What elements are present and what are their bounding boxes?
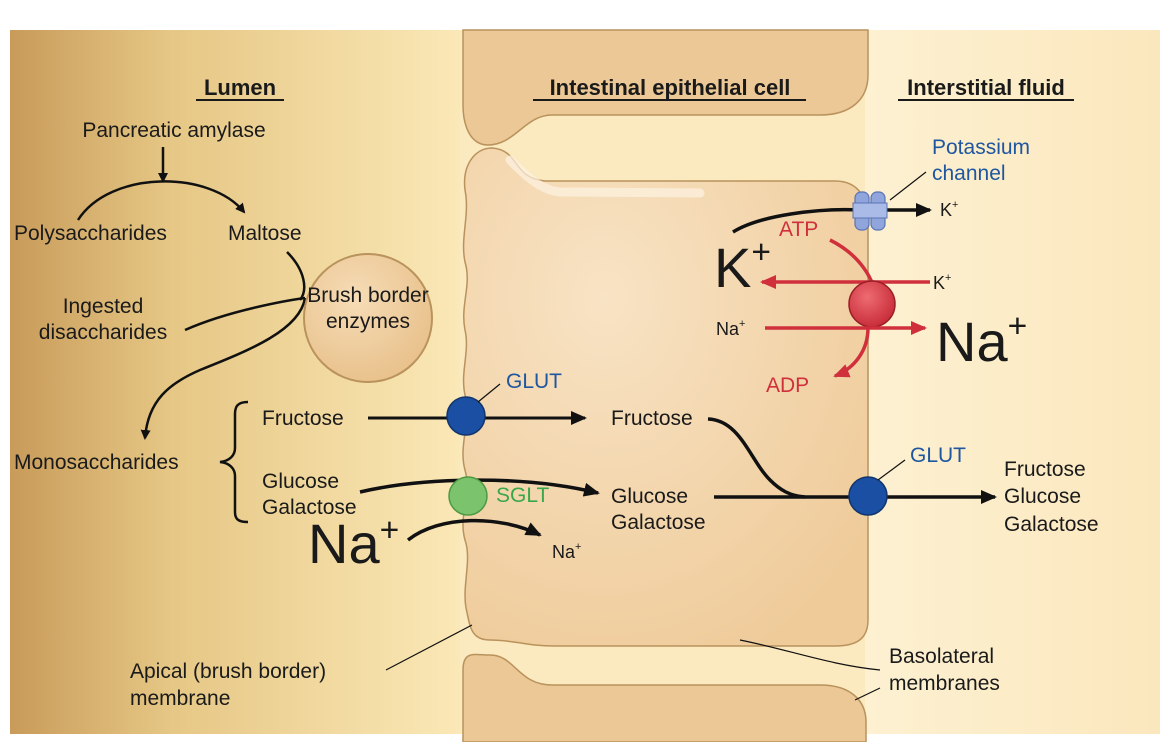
label-lumen-fructose: Fructose — [262, 407, 344, 430]
label-membranes: membranes — [889, 672, 1000, 695]
label-k-out: K+ — [940, 199, 958, 220]
arrow-adp — [833, 327, 870, 378]
label-potassium: Potassium — [932, 136, 1030, 159]
arrow-na-in — [406, 518, 542, 542]
brace — [219, 400, 249, 524]
glut-basolateral — [848, 476, 888, 516]
brush-border-sphere — [303, 253, 433, 383]
arrow-disaccharides-join — [184, 296, 306, 332]
header-cell: Intestinal epithelial cell — [550, 75, 791, 100]
upper-cell — [462, 29, 869, 146]
label-channel: channel — [932, 162, 1006, 185]
label-atp: ATP — [779, 218, 818, 241]
header-interstitial: Interstitial fluid — [907, 75, 1065, 100]
interstitial-region — [865, 30, 1160, 734]
label-basolateral: Basolateral — [889, 645, 994, 668]
label-na-in: Na+ — [716, 318, 745, 339]
label-out-galactose: Galactose — [1004, 513, 1099, 536]
arrow-maltose-down — [286, 251, 306, 301]
arrow-k-to-channel — [732, 207, 861, 234]
apical-leader — [385, 624, 473, 671]
glut-apical — [446, 396, 486, 436]
basolateral-leader-2 — [854, 687, 881, 701]
cell-highlight — [505, 155, 705, 198]
label-na-lumen: Na+ — [308, 512, 399, 575]
label-cell-glucose: Glucose — [611, 485, 688, 508]
arrow-to-monosaccharides — [140, 297, 307, 440]
na-k-pump — [848, 280, 896, 328]
label-polysaccharides: Polysaccharides — [14, 222, 167, 245]
potassium-channel-icon — [852, 191, 888, 231]
label-cell-fructose: Fructose — [611, 407, 693, 430]
label-sglt: SGLT — [496, 484, 549, 507]
glut-apical-leader — [477, 383, 501, 403]
potassium-leader — [889, 171, 927, 201]
arrow-polysaccharides-maltose — [76, 180, 246, 221]
label-na-cell: Na+ — [552, 541, 581, 562]
label-pancreatic-amylase: Pancreatic amylase — [82, 119, 265, 142]
label-disaccharides: disaccharides — [39, 321, 167, 344]
label-monosaccharides: Monosaccharides — [14, 451, 179, 474]
label-na-big: Na+ — [936, 308, 1027, 373]
label-cell-galactose: Galactose — [611, 511, 706, 534]
label-out-fructose: Fructose — [1004, 458, 1086, 481]
label-maltose: Maltose — [228, 222, 302, 245]
lumen-region — [10, 30, 470, 734]
label-adp: ADP — [766, 374, 809, 397]
header-lumen: Lumen — [204, 75, 276, 100]
label-enzymes: enzymes — [326, 310, 410, 333]
label-lumen-glucose: Glucose — [262, 470, 339, 493]
label-out-glucose: Glucose — [1004, 485, 1081, 508]
sglt-transporter — [448, 476, 488, 516]
label-k-in: K+ — [933, 272, 951, 293]
label-ingested: Ingested — [63, 295, 144, 318]
label-apical: Apical (brush border) — [130, 660, 326, 683]
label-lumen-galactose: Galactose — [262, 496, 357, 519]
arrow-fructose-merge — [707, 417, 806, 499]
basolateral-leader-1 — [739, 639, 881, 671]
lower-cell — [462, 653, 867, 743]
label-apical-membrane: membrane — [130, 687, 230, 710]
label-glut-apical: GLUT — [506, 370, 562, 393]
label-k-big: K+ — [714, 234, 771, 299]
glut-basolateral-leader — [877, 459, 906, 481]
label-brush-border: Brush border — [307, 284, 428, 307]
label-glut-basolateral: GLUT — [910, 444, 966, 467]
